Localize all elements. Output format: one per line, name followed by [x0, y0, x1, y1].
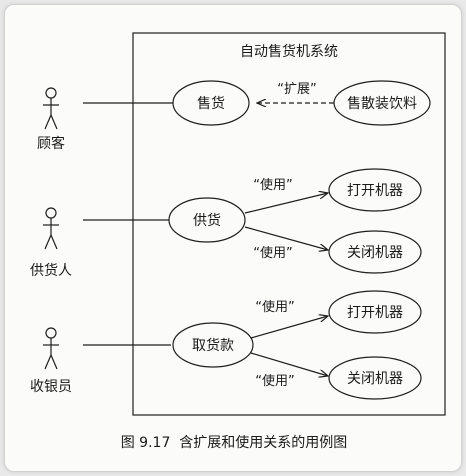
use-case-label-collect-payment: 取货款 — [192, 337, 234, 354]
actor-supplier — [43, 207, 59, 250]
system-title: 自动售货机系统 — [240, 43, 338, 60]
actor-label-customer: 顾客 — [37, 135, 65, 152]
include-label-supply-close: “使用” — [253, 245, 292, 261]
use-case-collect-payment — [172, 322, 254, 368]
figure-frame: 自动售货机系统 顾客 供货人 收银员 售货 售散装饮料 “扩展” 供货 — [4, 4, 462, 472]
include-arrow-supply-open — [244, 193, 328, 214]
actor-label-supplier: 供货人 — [30, 262, 72, 279]
use-case-label-supply: 供货 — [193, 212, 221, 229]
use-case-label-sell: 售货 — [197, 95, 225, 112]
extend-label: “扩展” — [277, 82, 316, 97]
use-case-label-open-machine-1: 打开机器 — [347, 182, 403, 199]
actor-customer — [43, 87, 59, 130]
actor-label-cashier: 收银员 — [30, 379, 72, 395]
use-case-open-machine-2 — [328, 290, 422, 334]
use-case-label-open-machine-2: 打开机器 — [347, 304, 403, 321]
use-case-label-close-machine-2: 关闭机器 — [347, 371, 403, 387]
use-case-supply — [168, 197, 246, 243]
include-label-collect-open: “使用” — [255, 299, 294, 315]
include-arrow-collect-open — [250, 316, 328, 339]
use-case-diagram: 自动售货机系统 顾客 供货人 收银员 售货 售散装饮料 “扩展” 供货 — [30, 32, 446, 451]
include-label-supply-open: “使用” — [253, 177, 292, 193]
use-case-sell — [172, 80, 250, 126]
use-case-close-machine-2 — [328, 356, 422, 400]
include-arrow-supply-close — [244, 226, 328, 250]
use-case-open-machine-1 — [328, 168, 422, 212]
figure-caption: 图 9.17 含扩展和使用关系的用例图 — [121, 434, 348, 451]
use-case-label-close-machine-1: 关闭机器 — [347, 245, 403, 261]
include-label-collect-close: “使用” — [255, 373, 294, 389]
use-case-label-sell-bulk: 售散装饮料 — [347, 96, 417, 112]
include-arrow-collect-close — [250, 352, 328, 376]
actor-cashier — [43, 327, 59, 370]
system-boundary — [132, 32, 446, 416]
